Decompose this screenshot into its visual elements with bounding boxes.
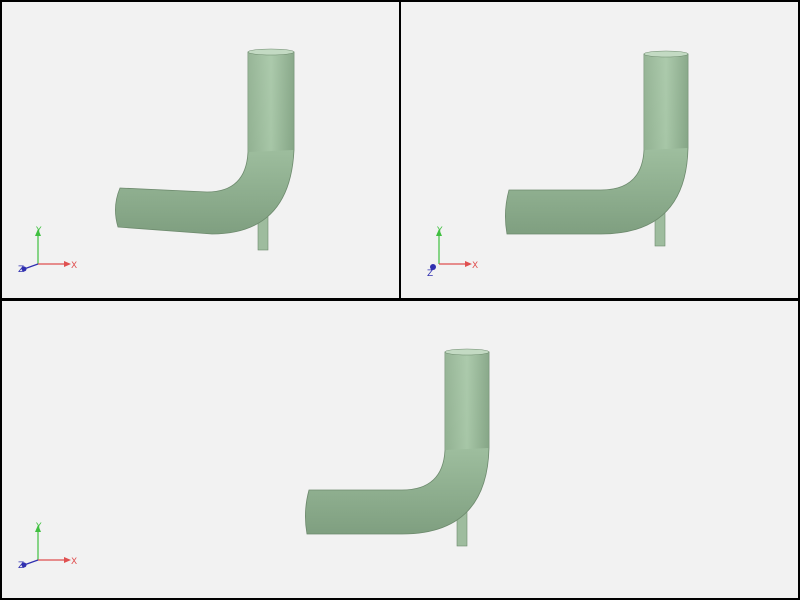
x-axis-arrow [64, 261, 71, 267]
viewport-top-right[interactable]: Y X Z [401, 2, 798, 298]
x-axis-arrow [64, 557, 71, 563]
x-axis-label: X [71, 557, 77, 567]
pipe-vertical-section [248, 52, 294, 152]
pipe-top-opening [444, 348, 490, 356]
z-axis-arrow [21, 562, 27, 568]
pipe-top-opening [643, 50, 689, 58]
y-axis-label: Y [35, 522, 42, 532]
viewport-bottom[interactable]: Y X Z [2, 301, 798, 598]
viewport-top-left[interactable]: Y X Z [2, 2, 399, 298]
axis-triad: Y X Z [18, 522, 77, 571]
x-axis-arrow [465, 261, 472, 267]
y-axis-arrow [35, 229, 41, 236]
y-axis-label: Y [35, 226, 42, 236]
z-axis-arrow [21, 266, 27, 272]
bent-pipe [505, 53, 689, 235]
viewport-top-right-scene[interactable] [401, 2, 798, 298]
y-axis-label: Y [436, 226, 443, 236]
viewport-top-left-scene[interactable] [2, 2, 399, 298]
pipe-vertical-section [644, 54, 688, 150]
x-axis-label: X [472, 261, 478, 271]
z-axis-label: Z [427, 269, 433, 279]
z-axis-label: Z [18, 561, 24, 571]
z-axis-label: Z [18, 265, 24, 275]
z-axis-arrow [430, 264, 436, 270]
viewport-bottom-scene[interactable] [2, 301, 798, 598]
bent-pipe [305, 351, 490, 535]
y-axis-arrow [436, 229, 442, 236]
x-axis-label: X [71, 261, 77, 271]
axis-triad: Y X Z [18, 226, 77, 275]
y-axis-arrow [35, 525, 41, 532]
axis-triad: Y X Z [427, 226, 478, 279]
pipe-top-opening [247, 48, 295, 56]
pipe-vertical-section [445, 352, 489, 450]
